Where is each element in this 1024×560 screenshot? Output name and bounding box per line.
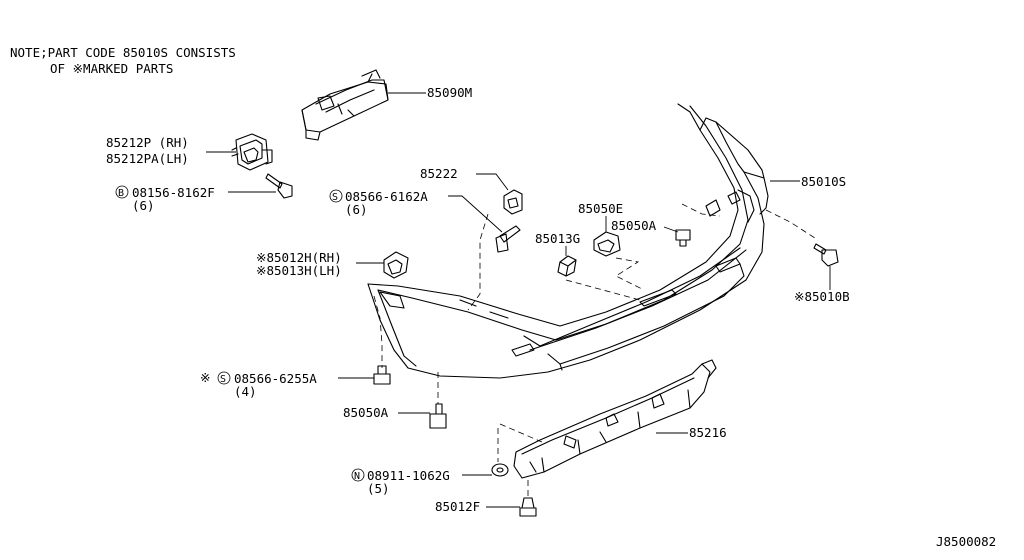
label-08566-6255A-qty: (4): [234, 384, 257, 399]
label-08566-6162A-qty: (6): [345, 202, 368, 217]
nut-N-circle: [351, 468, 365, 482]
label-08566-6162A: 08566-6162A: [345, 189, 428, 204]
label-08911-1062G: 08911-1062G: [367, 468, 450, 483]
part-85012F-drawing: [519, 497, 537, 517]
label-85012F: 85012F: [435, 499, 480, 514]
label-85013G: 85013G: [535, 231, 580, 246]
label-85050A-bottom: 85050A: [343, 405, 389, 420]
label-85216: 85216: [689, 425, 727, 440]
label-85012H: ※85012H(RH): [256, 250, 342, 265]
screw-6255A-mark: ※: [200, 370, 210, 385]
label-85050A-top: 85050A: [611, 218, 657, 233]
screw-08566-6162A-drawing: [495, 225, 521, 253]
label-08156-qty: (6): [132, 198, 155, 213]
part-85050A-bottom-drawing: [429, 403, 447, 429]
screw-S-prefix-2: S: [220, 374, 226, 385]
label-08911-qty: (5): [367, 481, 390, 496]
screw-08566-6255A-drawing: [373, 365, 391, 385]
part-85050A-top-drawing: [675, 229, 691, 247]
label-85010B: ※85010B: [794, 289, 850, 304]
label-08156-8162F: 08156-8162F: [132, 185, 215, 200]
part-85010S-bumper-drawing: [367, 103, 769, 379]
part-85012H-drawing: [383, 251, 409, 279]
label-85010S: 85010S: [801, 174, 846, 189]
nut-08911-1062G-drawing: [491, 463, 509, 477]
note-line-2: OF ※MARKED PARTS: [50, 61, 173, 76]
label-85050E: 85050E: [578, 201, 623, 216]
note-line-1: NOTE;PART CODE 85010S CONSISTS: [10, 45, 236, 60]
part-85216-drawing: [513, 359, 717, 479]
label-85013H: ※85013H(LH): [256, 263, 342, 278]
label-85212PA: 85212PA(LH): [106, 151, 189, 166]
label-08566-6255A: 08566-6255A: [234, 371, 317, 386]
part-85222-drawing: [503, 189, 523, 215]
part-85212P-drawing: [231, 133, 273, 171]
label-85222: 85222: [420, 166, 458, 181]
diagram-id: J8500082: [936, 534, 996, 549]
screw-S-prefix-1: S: [332, 192, 338, 203]
nut-N-prefix: N: [354, 471, 360, 482]
part-85050E-drawing: [593, 231, 621, 257]
part-85013G-drawing: [557, 255, 577, 277]
bolt-B-circle: [115, 185, 129, 199]
label-85090M: 85090M: [427, 85, 472, 100]
screw-S-circle-1: [329, 189, 343, 203]
bolt-08156-drawing: [265, 173, 293, 199]
label-85212P: 85212P (RH): [106, 135, 189, 150]
part-85090M-drawing: [301, 69, 389, 141]
part-85010B-drawing: [813, 243, 839, 267]
bolt-B-prefix: B: [118, 188, 124, 199]
screw-S-circle-2: [217, 371, 231, 385]
